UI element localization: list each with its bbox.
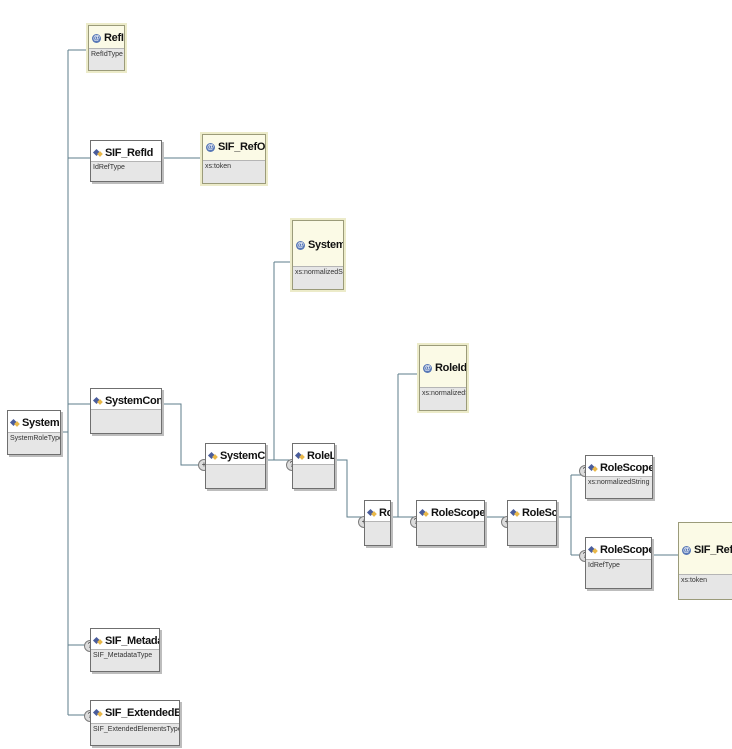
node-system-context-type <box>206 464 265 488</box>
node-role-scope-list-type <box>417 521 484 545</box>
node-role-scope-header: RoleScope <box>508 501 556 525</box>
node-sif-metadata-header: SIF_Metadata <box>91 629 159 653</box>
node-role-id[interactable]: @ RoleId xs:normalizedString <box>419 345 467 411</box>
node-sif-extended-elements-name: SIF_ExtendedElements <box>105 707 179 719</box>
node-system-role[interactable]: SystemRole SystemRoleType <box>7 410 61 455</box>
node-system-context-list-name: SystemContextList <box>105 395 161 407</box>
node-system-id-name: SystemId <box>308 239 343 251</box>
element-icon <box>589 464 597 472</box>
connector-systemcontext <box>266 261 292 461</box>
node-role-name: Role <box>379 507 390 519</box>
element-icon <box>11 419 19 427</box>
node-system-context-list[interactable]: SystemContextList <box>90 388 162 434</box>
node-ref-id[interactable]: @ RefId RefIdType <box>88 25 125 71</box>
node-system-context-header: SystemContext <box>206 444 265 468</box>
node-sif-ref-object-1[interactable]: @ SIF_RefObject xs:token <box>202 134 266 184</box>
node-role-scope-name[interactable]: RoleScopeName xs:normalizedString <box>585 455 653 499</box>
node-sif-ref-object-2[interactable]: @ SIF_RefObject xs:token <box>678 522 732 600</box>
element-icon <box>296 452 304 460</box>
attribute-icon: @ <box>423 363 432 373</box>
attribute-icon: @ <box>296 240 305 250</box>
node-sif-metadata[interactable]: SIF_Metadata SIF_MetadataType <box>90 628 160 672</box>
node-sif-ref-object-1-name: SIF_RefObject <box>218 141 265 153</box>
node-role-scope-name-name: RoleScopeName <box>600 462 652 474</box>
attribute-icon: @ <box>682 545 691 555</box>
element-icon <box>368 509 376 517</box>
node-role[interactable]: Role <box>364 500 391 546</box>
node-system-id-type: xs:normalizedString <box>293 266 343 289</box>
node-role-id-header: @ RoleId <box>420 346 466 390</box>
connector-role-branch <box>391 373 419 518</box>
node-system-role-type: SystemRoleType <box>8 432 60 454</box>
connector-rolelist-role <box>335 459 364 518</box>
node-role-scope-name-type: xs:normalizedString <box>586 476 652 498</box>
node-ref-id-type: RefIdType <box>89 48 124 70</box>
element-icon <box>94 637 102 645</box>
node-role-scope-type <box>508 521 556 545</box>
node-system-context-name: SystemContext <box>220 450 265 462</box>
node-role-scope-ref-id-header: RoleScopeRefId <box>586 538 651 562</box>
node-role-list[interactable]: RoleList <box>292 443 335 489</box>
node-role-scope-list[interactable]: RoleScopeList <box>416 500 485 546</box>
node-system-context[interactable]: SystemContext <box>205 443 266 489</box>
node-role-id-name: RoleId <box>435 362 466 374</box>
node-role-scope[interactable]: RoleScope <box>507 500 557 546</box>
connector-rolescope-branch <box>557 474 585 556</box>
node-sif-ref-object-1-header: @ SIF_RefObject <box>203 135 265 159</box>
node-role-id-type: xs:normalizedString <box>420 387 466 410</box>
node-role-scope-list-header: RoleScopeList <box>417 501 484 525</box>
element-icon <box>209 452 217 460</box>
node-sif-extended-elements[interactable]: SIF_ExtendedElements SIF_ExtendedElement… <box>90 700 180 746</box>
node-system-role-header: SystemRole <box>8 411 60 435</box>
element-icon <box>511 509 519 517</box>
node-role-header: Role <box>365 501 390 525</box>
node-sif-ref-id-name: SIF_RefId <box>105 147 154 159</box>
node-role-scope-ref-id-name: RoleScopeRefId <box>600 544 651 556</box>
node-sif-ref-object-2-header: @ SIF_RefObject <box>679 523 732 577</box>
element-icon <box>94 149 102 157</box>
element-icon <box>94 397 102 405</box>
node-system-context-list-header: SystemContextList <box>91 389 161 413</box>
node-system-id[interactable]: @ SystemId xs:normalizedString <box>292 220 344 290</box>
node-role-scope-list-name: RoleScopeList <box>431 507 484 519</box>
node-role-scope-name-header: RoleScopeName <box>586 456 652 480</box>
node-role-scope-name: RoleScope <box>522 507 556 519</box>
node-system-context-list-type <box>91 409 161 433</box>
node-role-list-type <box>293 464 334 488</box>
attribute-icon: @ <box>206 142 215 152</box>
node-role-scope-ref-id[interactable]: RoleScopeRefId IdRefType <box>585 537 652 589</box>
node-sif-ref-object-1-type: xs:token <box>203 160 265 183</box>
connector-contextlist <box>162 403 205 466</box>
node-sif-extended-elements-header: SIF_ExtendedElements <box>91 701 179 725</box>
node-sif-ref-id-header: SIF_RefId <box>91 141 161 165</box>
node-sif-ref-id[interactable]: SIF_RefId IdRefType <box>90 140 162 182</box>
connector-systemrole-branch <box>61 49 90 716</box>
node-sif-metadata-type: SIF_MetadataType <box>91 649 159 671</box>
node-role-scope-ref-id-type: IdRefType <box>586 559 651 588</box>
node-system-role-name: SystemRole <box>22 417 60 429</box>
node-ref-id-name: RefId <box>104 32 124 44</box>
element-icon <box>420 509 428 517</box>
element-icon <box>589 546 597 554</box>
element-icon <box>94 709 102 717</box>
attribute-icon: @ <box>92 33 101 43</box>
node-sif-extended-elements-type: SIF_ExtendedElementsType <box>91 723 179 745</box>
node-ref-id-header: @ RefId <box>89 26 124 50</box>
node-sif-metadata-name: SIF_Metadata <box>105 635 159 647</box>
node-role-type <box>365 521 390 545</box>
node-sif-ref-object-2-name: SIF_RefObject <box>694 544 732 556</box>
node-role-list-name: RoleList <box>307 450 334 462</box>
node-system-id-header: @ SystemId <box>293 221 343 269</box>
node-sif-ref-object-2-type: xs:token <box>679 574 732 599</box>
node-sif-ref-id-type: IdRefType <box>91 161 161 181</box>
node-role-list-header: RoleList <box>293 444 334 468</box>
